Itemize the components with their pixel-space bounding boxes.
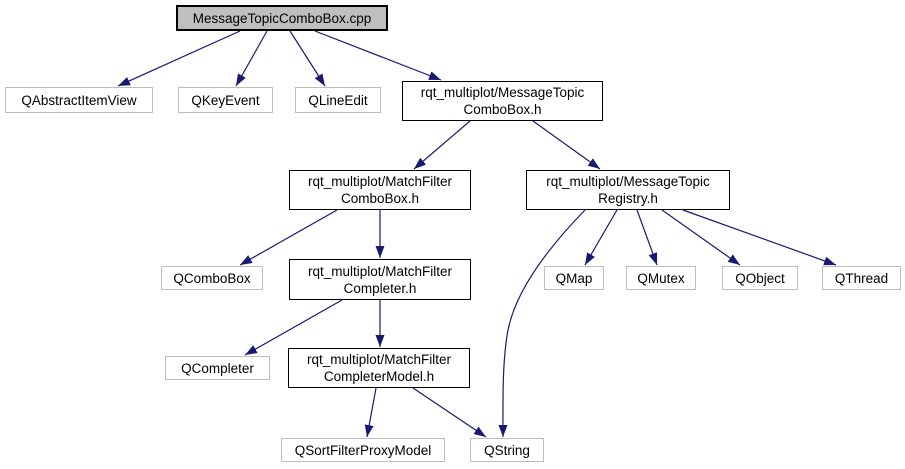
graph-node-messagetopicregistry_h[interactable]: rqt_multiplot/MessageTopic Registry.h (526, 170, 730, 210)
graph-node-matchfiltercompletermodel_h[interactable]: rqt_multiplot/MatchFilter CompleterModel… (288, 348, 470, 388)
graph-node-messagetopiccombobox_h[interactable]: rqt_multiplot/MessageTopic ComboBox.h (402, 81, 603, 121)
edge-cpp--qabstractitemview (117, 30, 241, 87)
graph-node-qkeyevent: QKeyEvent (178, 87, 273, 113)
edge-cpp--messagetopiccombobox_h (314, 30, 442, 81)
graph-node-qsortfilterproxymodel: QSortFilterProxyModel (281, 438, 445, 462)
graph-node-qobject: QObject (722, 266, 798, 290)
graph-node-qcompleter: QCompleter (165, 356, 270, 380)
edge-messagetopicregistry_h--qobject (661, 209, 741, 266)
graph-node-qlineedit: QLineEdit (295, 87, 381, 113)
edge-messagetopiccombobox_h--matchfiltercombobox_h (413, 120, 471, 170)
edge-matchfiltercompletermodel_h--qsortfilterproxymodel (364, 387, 377, 438)
edge-matchfiltercompleter_h--qcompleter (244, 299, 343, 356)
edge-messagetopiccombobox_h--messagetopicregistry_h (532, 120, 601, 170)
edge-cpp--qkeyevent (235, 30, 268, 87)
edge-matchfiltercompletermodel_h--qstring (412, 387, 487, 438)
graph-node-matchfiltercompleter_h[interactable]: rqt_multiplot/MatchFilter Completer.h (289, 259, 471, 300)
graph-node-qmap: QMap (544, 266, 604, 290)
edge-matchfiltercombobox_h--qcombobox (239, 209, 338, 266)
edge-messagetopicregistry_h--qmap (584, 209, 618, 266)
graph-node-cpp: MessageTopicComboBox.cpp (176, 5, 388, 31)
graph-node-qabstractitemview: QAbstractItemView (5, 87, 153, 113)
edge-group (117, 30, 837, 438)
edge-messagetopicregistry_h--qstring (498, 209, 586, 438)
graph-node-qcombobox: QComboBox (161, 266, 263, 290)
graph-node-qstring: QString (470, 438, 544, 462)
edge-messagetopicregistry_h--qthread (682, 209, 837, 266)
edge-cpp--qlineedit (289, 30, 326, 87)
graph-node-qmutex: QMutex (626, 266, 696, 290)
graph-node-matchfiltercombobox_h[interactable]: rqt_multiplot/MatchFilter ComboBox.h (289, 170, 471, 210)
graph-node-qthread: QThread (822, 266, 901, 290)
edge-messagetopicregistry_h--qmutex (636, 209, 658, 266)
